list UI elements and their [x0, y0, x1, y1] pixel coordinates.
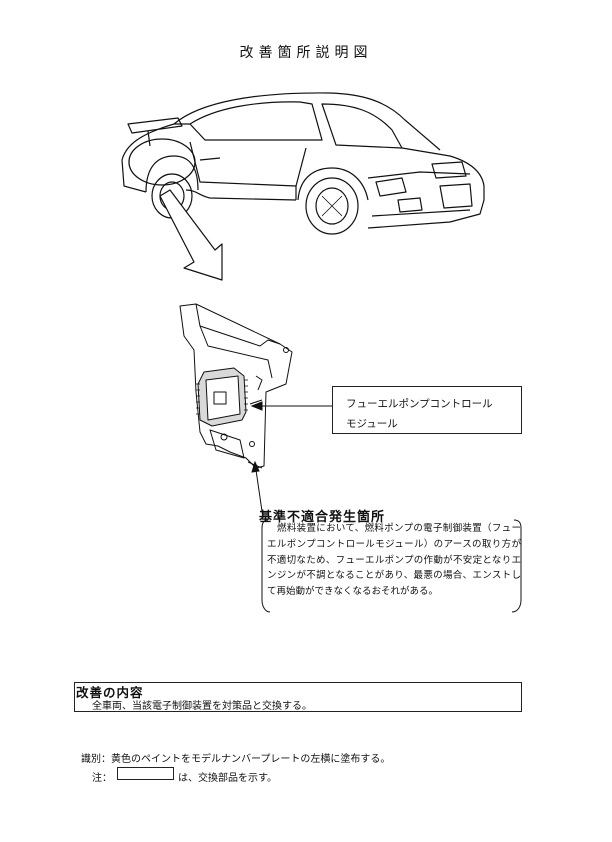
car-drawing-icon	[121, 92, 485, 235]
defect-heading: 基準不適合発生箇所	[259, 510, 386, 525]
callout-line-1: フューエルポンプコントロール	[346, 398, 493, 410]
module-bracket-icon	[179, 303, 293, 469]
identification-note: 識別：黄色のペイントをモデルナンバープレートの左横に塗布する。	[81, 754, 391, 765]
replacement-part-swatch	[117, 767, 174, 780]
defect-leader-line	[251, 460, 264, 519]
pointer-arrow-icon	[159, 189, 223, 281]
callout-box	[332, 386, 522, 434]
defect-box-border	[261, 519, 522, 613]
callout-line-2: モジュール	[346, 418, 398, 430]
fuel-pump-control-module-icon	[196, 367, 248, 427]
defect-description: 燃料装置において、燃料ポンプの電子制御装置（フューエルポンプコントロールモジュー…	[267, 523, 521, 598]
page-title: 改善箇所説明図	[239, 45, 373, 61]
legend-prefix: 注：	[92, 773, 112, 784]
legend-text: は、交換部品を示す。	[178, 773, 277, 784]
callout-leader-line	[250, 401, 332, 411]
improvement-box	[74, 682, 522, 712]
improvement-heading: 改善の内容	[76, 685, 144, 700]
improvement-text: 全車両、当該電子制御装置を対策品と交換する。	[92, 701, 312, 712]
callout-label: フューエルポンプコントロール モジュール	[346, 394, 493, 434]
